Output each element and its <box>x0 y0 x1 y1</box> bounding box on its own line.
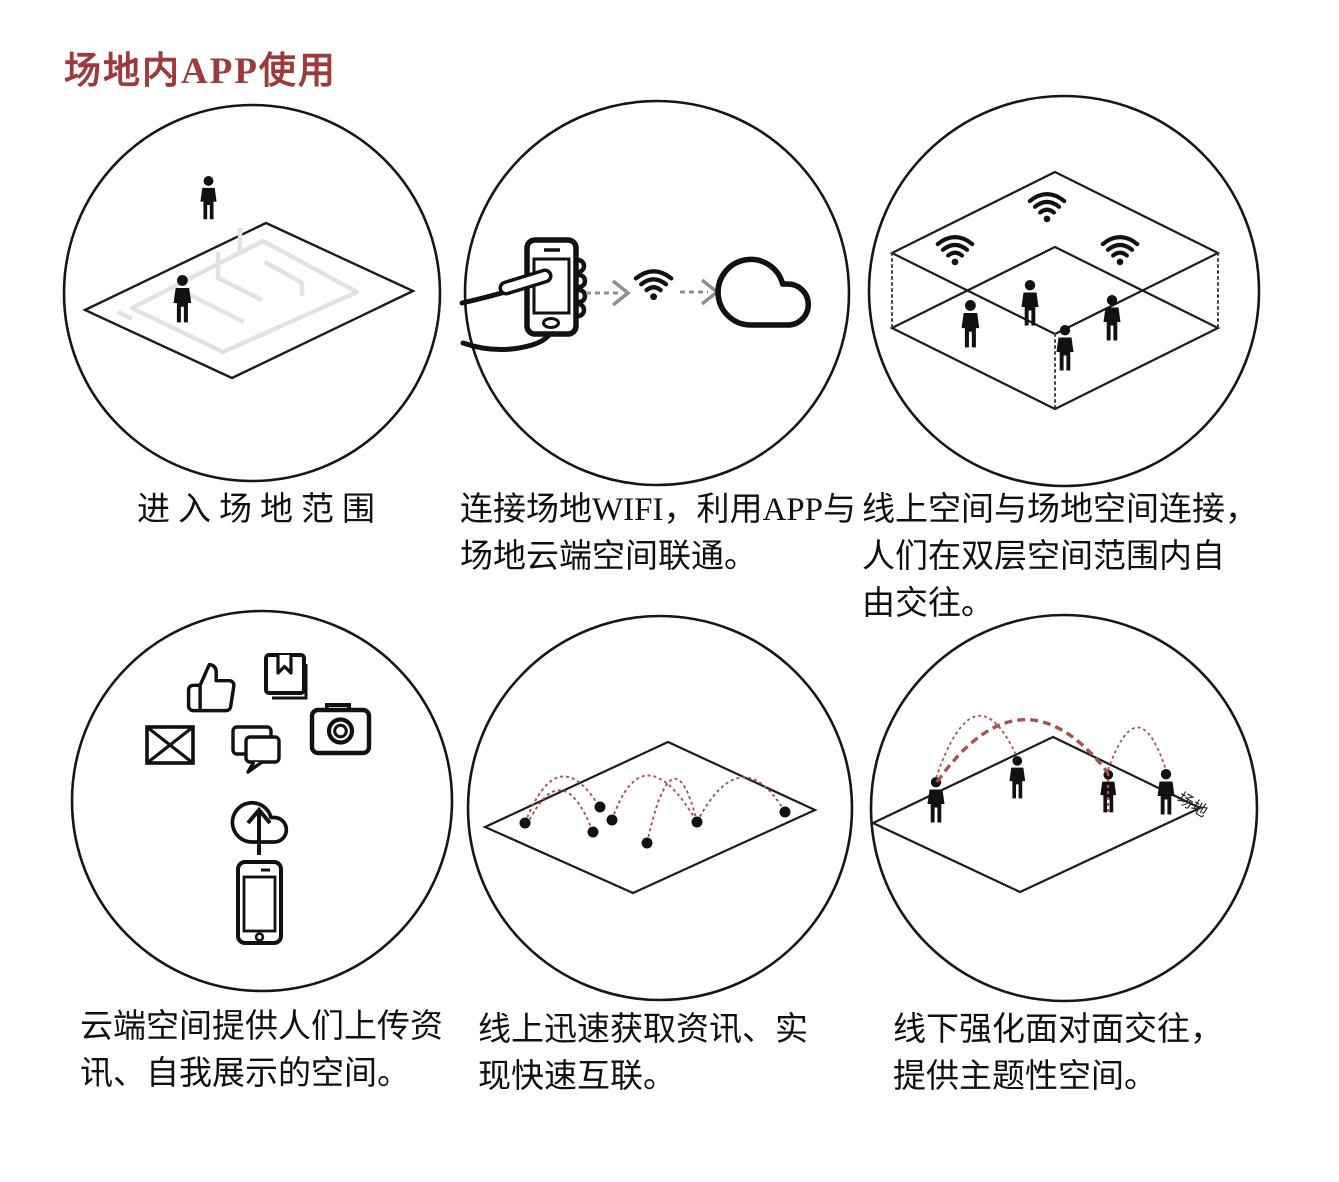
caption-line: 线上迅速获取资讯、实 <box>478 1012 808 1048</box>
phone-screen <box>532 257 571 315</box>
caption-line: 讯、自我展示的空间。 <box>80 1056 410 1092</box>
caption-enter-venue: 进入场地范围 <box>92 487 428 534</box>
panel-cloud-upload-space <box>70 609 454 993</box>
book-icon <box>264 653 308 700</box>
circle-frame <box>463 99 851 487</box>
cloud-upload-icon <box>230 800 289 855</box>
envelope-icon <box>145 725 195 765</box>
arc-link <box>524 774 786 844</box>
caption-cloud-upload-space: 云端空间提供人们上传资 讯、自我展示的空间。 <box>80 1004 443 1098</box>
phone-home-button <box>542 317 560 329</box>
caption-online-quick-connect: 线上迅速获取资讯、实 现快速互联。 <box>478 1007 808 1101</box>
venue-plane <box>870 735 1203 894</box>
page-title: 场地内APP使用 <box>64 51 337 92</box>
caption-line: 现快速互联。 <box>478 1059 676 1095</box>
panel-double-layer-space <box>867 94 1261 488</box>
smartphone-icon <box>236 860 283 945</box>
layer-connector-lines <box>891 252 1219 410</box>
caption-line: 提供主题性空间。 <box>893 1059 1157 1095</box>
caption-line: 场地云端空间联通。 <box>460 539 757 575</box>
circle-frame <box>867 94 1261 488</box>
caption-line: 人们在双层空间范围内自 <box>862 539 1225 575</box>
caption-line: 线上空间与场地空间连接， <box>862 492 1258 528</box>
venue-map-plane <box>82 221 416 380</box>
upload-arrow-head <box>246 806 272 825</box>
camera-icon <box>309 703 372 756</box>
caption-connect-wifi: 连接场地WIFI，利用APP与 场地云端空间联通。 <box>460 487 856 581</box>
panel-online-quick-connect <box>466 614 854 1002</box>
caption-line: 线下强化面对面交往， <box>893 1012 1223 1048</box>
dot-node <box>519 801 791 849</box>
thumbs-up-icon <box>186 662 236 713</box>
caption-line: 由交往。 <box>862 586 994 622</box>
panel-offline-face-to-face: 场地 <box>869 613 1259 1003</box>
dashed-arrow-icon <box>586 279 631 307</box>
hand-holding-phone-icon <box>459 237 588 353</box>
panel-enter-venue <box>62 103 442 483</box>
caption-line: 云端空间提供人们上传资 <box>80 1009 443 1045</box>
thumb-fill <box>502 272 549 292</box>
caption-double-layer-space: 线上空间与场地空间连接， 人们在双层空间范围内自 由交往。 <box>862 487 1258 628</box>
caption-line: 进入场地范围 <box>137 492 383 528</box>
caption-offline-face-to-face: 线下强化面对面交往， 提供主题性空间。 <box>893 1007 1223 1101</box>
circle-frame <box>70 609 454 993</box>
caption-line: 连接场地WIFI，利用APP与 <box>460 492 857 528</box>
panel-connect-wifi <box>459 99 851 487</box>
floor-plan-lines <box>116 228 360 355</box>
chat-icon <box>231 725 281 774</box>
arc-link <box>935 714 1167 812</box>
